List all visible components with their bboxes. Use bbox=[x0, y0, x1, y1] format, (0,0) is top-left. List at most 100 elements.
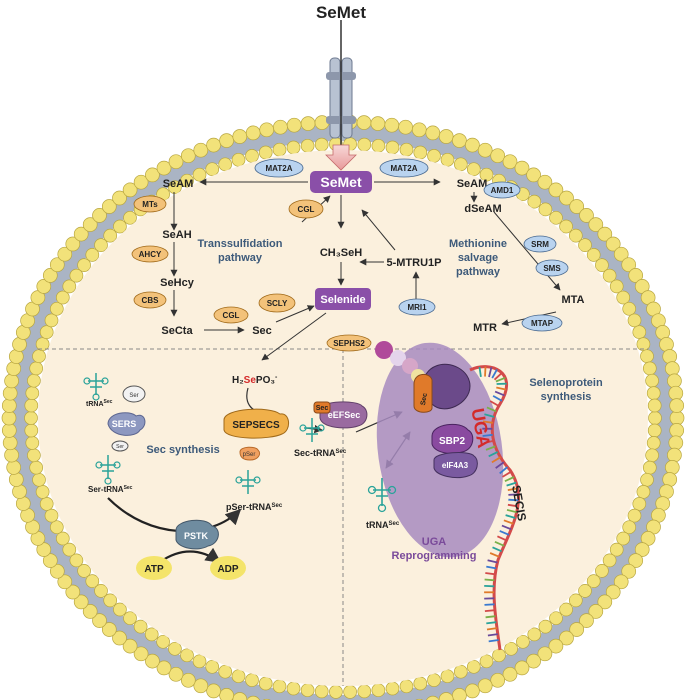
lipid-head bbox=[514, 160, 530, 176]
mrna-base-tick bbox=[508, 493, 519, 496]
lipid-head bbox=[218, 664, 233, 679]
mrna-base-tick bbox=[495, 461, 505, 469]
lipid-head bbox=[27, 448, 41, 463]
lipid-head bbox=[613, 574, 629, 590]
lipid-head bbox=[578, 584, 592, 598]
lipid-head bbox=[549, 611, 563, 626]
lipid-head bbox=[101, 199, 117, 214]
lipid-head bbox=[35, 485, 50, 499]
lipid-head bbox=[413, 676, 428, 691]
lipid-head bbox=[29, 460, 44, 475]
lipid-head bbox=[12, 484, 27, 499]
mrna-base-tick bbox=[492, 546, 502, 553]
enzyme-cgl-top-label: CGL bbox=[298, 205, 315, 214]
lipid-head bbox=[568, 228, 583, 243]
lipid-head bbox=[669, 423, 685, 438]
lipid-head bbox=[559, 602, 573, 617]
metabolite-mtru1p: 5-MTRU1P bbox=[386, 257, 441, 269]
lipid-head bbox=[357, 137, 372, 152]
lipid-head bbox=[32, 349, 46, 364]
lipid-head bbox=[632, 497, 647, 511]
mrna-base-tick bbox=[482, 420, 493, 424]
enzyme-scly-label: SCLY bbox=[267, 299, 288, 308]
lipid-head bbox=[180, 173, 194, 188]
mrna-base-tick bbox=[488, 451, 499, 458]
mrna-base-tick bbox=[491, 368, 498, 379]
lipid-head bbox=[646, 386, 661, 400]
lipid-head bbox=[168, 666, 184, 682]
lipid-head bbox=[642, 361, 657, 376]
lipid-head bbox=[286, 117, 302, 133]
lipid-head bbox=[413, 145, 428, 160]
mrna-base-tick bbox=[499, 530, 510, 536]
lipid-head bbox=[453, 157, 468, 172]
pser-molecule-icon bbox=[239, 446, 261, 461]
lipid-head bbox=[39, 325, 54, 339]
lipid-head bbox=[411, 122, 427, 138]
lipid-head bbox=[527, 194, 542, 209]
pser-label: pSer bbox=[243, 452, 256, 458]
lipid-head bbox=[640, 349, 654, 364]
metabolite-seam-left: SeAM bbox=[163, 178, 194, 190]
lipid-head bbox=[514, 660, 530, 676]
adp-blob bbox=[210, 556, 246, 580]
mrna-base-tick bbox=[503, 519, 514, 525]
lipid-head bbox=[57, 574, 73, 590]
lipid-head bbox=[258, 145, 273, 160]
lipid-head bbox=[55, 531, 70, 546]
lipid-head bbox=[112, 630, 127, 646]
lipid-head bbox=[502, 154, 518, 170]
lipid-head bbox=[479, 167, 494, 182]
enzyme-srm-oval bbox=[523, 235, 557, 253]
lipid-head bbox=[452, 688, 467, 700]
lipid-head bbox=[77, 258, 91, 272]
lipid-head bbox=[559, 219, 573, 234]
lipid-head bbox=[669, 410, 685, 426]
lipid-head bbox=[2, 435, 18, 451]
arrow-selenide-h2sepo3 bbox=[261, 312, 327, 361]
enzyme-cgl-bottom-label: CGL bbox=[223, 311, 240, 320]
lipid-head bbox=[103, 228, 118, 243]
enzyme-ahcy-label: AHCY bbox=[139, 250, 162, 259]
lipid-head bbox=[385, 681, 400, 696]
enzyme-srm-label: SRM bbox=[531, 240, 549, 249]
arrow-mtru-semet bbox=[361, 209, 396, 251]
adp-label: ADP bbox=[217, 564, 238, 575]
lipid-head bbox=[286, 681, 301, 696]
mrna-base-tick bbox=[484, 366, 487, 377]
lipid-head bbox=[69, 268, 84, 283]
lipid-head bbox=[49, 301, 64, 316]
enzyme-amd1-label: AMD1 bbox=[491, 186, 514, 195]
mrna-base-tick bbox=[484, 609, 495, 612]
lipid-head bbox=[569, 199, 585, 214]
lipid-head bbox=[490, 148, 506, 164]
lipid-head bbox=[586, 574, 601, 588]
lipid-head bbox=[44, 313, 59, 328]
lipid-head bbox=[621, 563, 637, 579]
lipid-head bbox=[466, 659, 481, 674]
pathway-sec-synthesis: Sec synthesis bbox=[146, 444, 219, 456]
enzyme-sephs2-label: SEPHS2 bbox=[333, 339, 365, 348]
mrna-base-tick bbox=[487, 559, 498, 564]
lipid-head bbox=[642, 460, 657, 475]
lipid-head bbox=[314, 684, 329, 699]
lipid-head bbox=[49, 520, 64, 535]
metabolite-dseam: dSeAM bbox=[464, 203, 501, 215]
lipid-head bbox=[664, 460, 680, 475]
lipid-head bbox=[605, 584, 621, 600]
lipid-head bbox=[192, 654, 207, 669]
lipid-head bbox=[609, 542, 624, 557]
mrna-base-tick bbox=[489, 400, 500, 407]
lipid-head bbox=[425, 125, 441, 141]
lipid-head bbox=[385, 140, 400, 155]
pathway-selenoprotein-line1: Selenoprotein bbox=[529, 377, 603, 389]
lipid-head bbox=[628, 268, 644, 283]
lipid-head bbox=[133, 174, 149, 190]
metabolite-mtr: MTR bbox=[473, 322, 497, 334]
lipid-head bbox=[205, 162, 220, 177]
mrna-base-tick bbox=[486, 406, 497, 413]
sec-trna-icon bbox=[299, 418, 325, 442]
lipid-head bbox=[1, 398, 17, 413]
lipid-head bbox=[466, 162, 481, 177]
